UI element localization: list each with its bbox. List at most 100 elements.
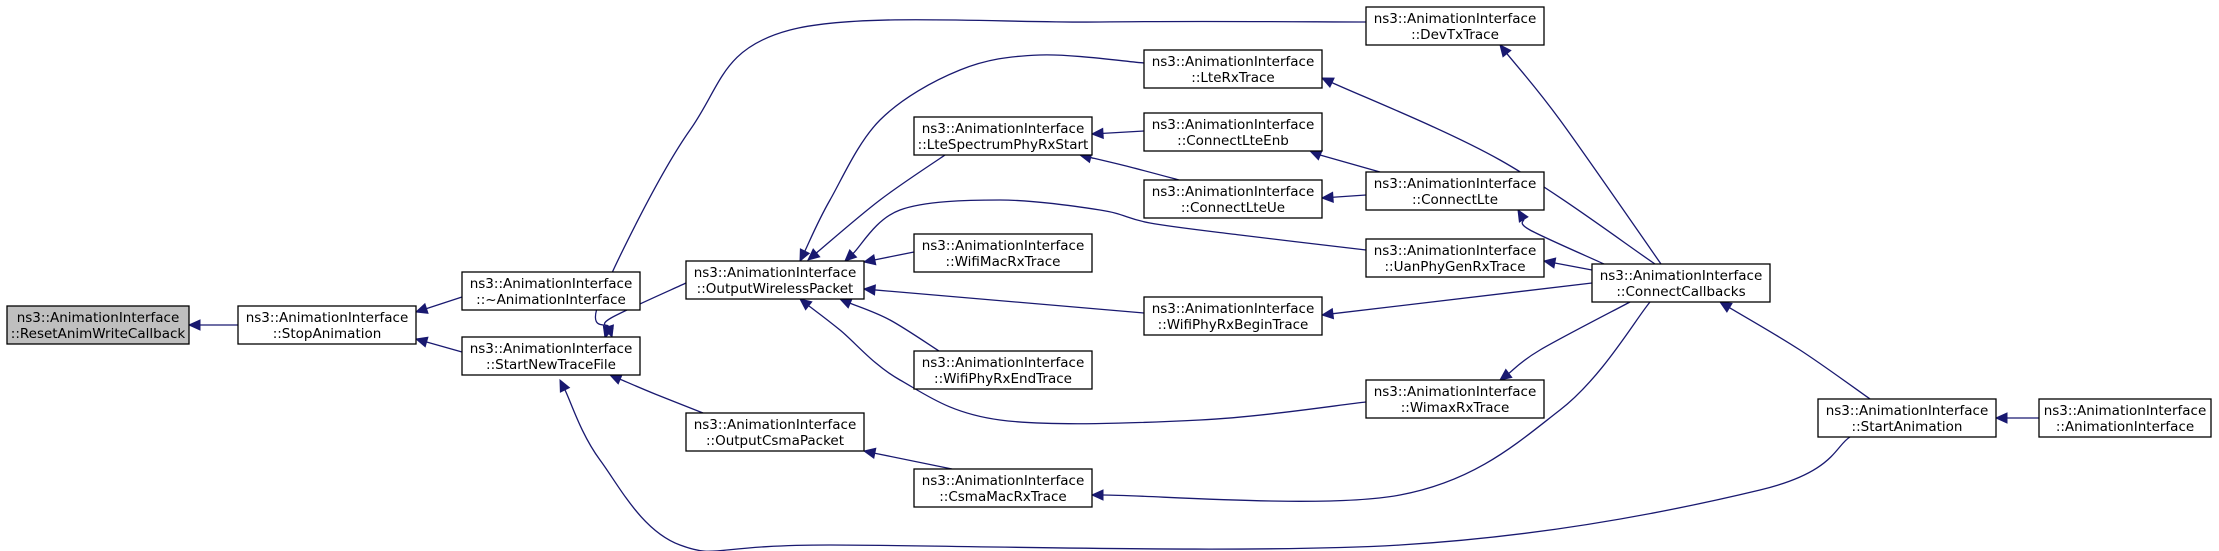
node-outwireless[interactable]: ns3::AnimationInterface::OutputWirelessP… <box>685 260 865 300</box>
node-connlte[interactable]: ns3::AnimationInterface::ConnectLte <box>1365 171 1545 211</box>
node-class-label: ns3::AnimationInterface <box>1374 384 1537 400</box>
node-devtx[interactable]: ns3::AnimationInterface::DevTxTrace <box>1365 6 1545 46</box>
arrow-head <box>862 254 877 266</box>
arrow-head <box>799 298 813 311</box>
arrow-head <box>187 319 201 331</box>
node-box <box>1365 6 1545 46</box>
node-reset[interactable]: ns3::AnimationInterface::ResetAnimWriteC… <box>6 305 190 345</box>
node-wifiend[interactable]: ns3::AnimationInterface::WifiPhyRxEndTra… <box>913 350 1093 390</box>
node-method-label: ::WimaxRxTrace <box>1401 400 1510 416</box>
edge-line <box>874 251 915 261</box>
arrow-head <box>799 248 811 263</box>
node-method-label: ::ConnectLte <box>1412 192 1498 208</box>
arrow-head <box>1499 44 1512 58</box>
edge-line <box>1102 301 1651 502</box>
edge-connlte-to-ue <box>1320 191 1367 203</box>
node-box <box>1817 398 1997 438</box>
node-wimax[interactable]: ns3::AnimationInterface::WimaxRxTrace <box>1365 379 1545 419</box>
node-newtrace[interactable]: ns3::AnimationInterface::StartNewTraceFi… <box>461 336 641 376</box>
node-uan[interactable]: ns3::AnimationInterface::UanPhyGenRxTrac… <box>1365 238 1545 278</box>
edge-wifibegin-to-outwireless <box>862 284 1145 314</box>
node-class-label: ns3::AnimationInterface <box>1600 268 1763 284</box>
node-box <box>1143 49 1323 89</box>
edge-line <box>1315 153 1381 173</box>
node-enb[interactable]: ns3::AnimationInterface::ConnectLteEnb <box>1143 112 1323 152</box>
node-box <box>913 116 1093 156</box>
arrow-head <box>1320 191 1334 203</box>
node-ue[interactable]: ns3::AnimationInterface::ConnectLteUe <box>1143 179 1323 219</box>
arrow-head <box>1718 301 1733 313</box>
node-method-label: ::ResetAnimWriteCallback <box>11 326 186 342</box>
node-method-label: ::StartNewTraceFile <box>486 357 616 373</box>
node-wifibegin[interactable]: ns3::AnimationInterface::WifiPhyRxBeginT… <box>1143 296 1323 336</box>
node-box <box>1143 179 1323 219</box>
arrow-head <box>1994 412 2008 424</box>
node-class-label: ns3::AnimationInterface <box>1374 243 1537 259</box>
node-ltespec[interactable]: ns3::AnimationInterface::LteSpectrumPhyR… <box>913 116 1093 156</box>
node-method-label: ::StartAnimation <box>1852 419 1963 435</box>
node-class-label: ns3::AnimationInterface <box>246 310 409 326</box>
node-connectcb[interactable]: ns3::AnimationInterface::ConnectCallback… <box>1591 263 1771 303</box>
node-class-label: ns3::AnimationInterface <box>694 265 857 281</box>
edge-connectcb-to-wimax <box>1499 301 1631 381</box>
node-method-label: ::ConnectLteUe <box>1181 200 1285 216</box>
node-class-label: ns3::AnimationInterface <box>17 310 180 326</box>
node-method-label: ::AnimationInterface <box>2056 419 2194 435</box>
node-class-label: ns3::AnimationInterface <box>922 473 1085 489</box>
edge-stop-to-reset <box>187 319 238 331</box>
node-outcsma[interactable]: ns3::AnimationInterface::OutputCsmaPacke… <box>685 412 865 452</box>
node-csmamac[interactable]: ns3::AnimationInterface::CsmaMacRxTrace <box>913 468 1093 508</box>
arrow-head <box>603 324 614 339</box>
arrow-head <box>807 248 821 261</box>
node-box <box>685 260 865 300</box>
node-method-label: ::ConnectCallbacks <box>1616 284 1745 300</box>
edge-line <box>1102 130 1145 135</box>
node-method-label: ::WifiPhyRxBeginTrace <box>1158 317 1309 333</box>
edge-newtrace-to-stop <box>414 336 463 353</box>
node-box <box>913 350 1093 390</box>
node-class-label: ns3::AnimationInterface <box>1374 11 1537 27</box>
edge-line <box>852 199 1367 254</box>
node-method-label: ::ConnectLteEnb <box>1177 133 1289 149</box>
arrow-head <box>1308 149 1323 161</box>
node-method-label: ::~AnimationInterface <box>476 292 626 308</box>
arrow-head <box>608 374 623 385</box>
node-ctor[interactable]: ns3::AnimationInterface::AnimationInterf… <box>2038 398 2212 438</box>
edge-startanim-to-newtrace <box>559 378 1851 551</box>
node-method-label: ::UanPhyGenRxTrace <box>1385 259 1526 275</box>
arrow-head <box>1517 208 1529 223</box>
node-method-label: ::WifiMacRxTrace <box>946 254 1061 270</box>
node-class-label: ns3::AnimationInterface <box>922 355 1085 371</box>
node-stop[interactable]: ns3::AnimationInterface::StopAnimation <box>237 305 417 345</box>
node-class-label: ns3::AnimationInterface <box>694 417 857 433</box>
edge-line <box>808 305 1367 425</box>
edge-wimax-to-outwireless <box>799 298 1367 425</box>
node-class-label: ns3::AnimationInterface <box>922 121 1085 137</box>
node-box <box>1143 296 1323 336</box>
node-wifimac[interactable]: ns3::AnimationInterface::WifiMacRxTrace <box>913 233 1093 273</box>
node-dtor[interactable]: ns3::AnimationInterface::~AnimationInter… <box>461 271 641 311</box>
edge-line <box>1729 307 1871 400</box>
arrow-head <box>1542 257 1557 269</box>
node-method-label: ::DevTxTrace <box>1411 27 1499 43</box>
node-startanim[interactable]: ns3::AnimationInterface::StartAnimation <box>1817 398 1997 438</box>
edge-connectcb-to-csmamac <box>1090 301 1651 502</box>
arrow-head <box>862 447 877 459</box>
arrow-head <box>844 248 858 262</box>
edge-connectcb-to-uan <box>1542 257 1593 271</box>
node-ltetrace[interactable]: ns3::AnimationInterface::LteRxTrace <box>1143 49 1323 89</box>
edge-line <box>1554 262 1593 271</box>
edge-enb-to-ltespec <box>1090 127 1145 140</box>
node-box <box>1365 171 1545 211</box>
node-class-label: ns3::AnimationInterface <box>1152 117 1315 133</box>
node-box <box>461 336 641 376</box>
node-box <box>237 305 417 345</box>
node-class-label: ns3::AnimationInterface <box>1152 301 1315 317</box>
node-class-label: ns3::AnimationInterface <box>470 341 633 357</box>
edge-csmamac-to-outcsma <box>862 447 953 470</box>
node-class-label: ns3::AnimationInterface <box>1152 54 1315 70</box>
node-method-label: ::OutputWirelessPacket <box>697 281 854 297</box>
node-box <box>1591 263 1771 303</box>
node-box <box>685 412 865 452</box>
edge-line <box>874 452 953 470</box>
